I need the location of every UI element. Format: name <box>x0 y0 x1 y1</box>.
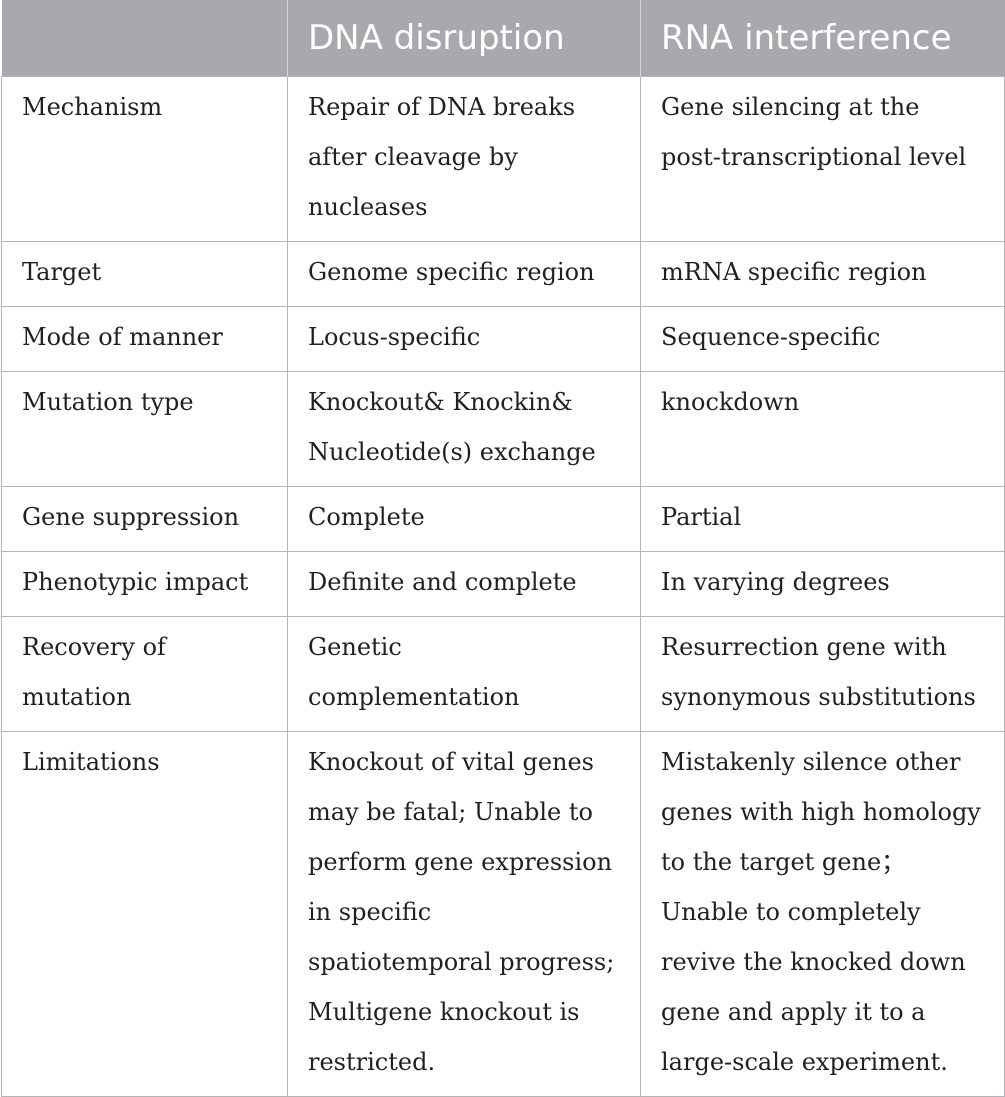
dna-cell: Complete <box>287 486 641 552</box>
header-dna-disruption: DNA disruption <box>287 0 641 77</box>
table-row: Mechanism Repair of DNA breaks after cle… <box>1 76 1005 242</box>
rna-cell: knockdown <box>640 371 1005 487</box>
rna-cell: In varying degrees <box>640 551 1005 617</box>
rna-cell: Mistakenly silence other genes with high… <box>640 731 1005 1097</box>
row-label: Mode of manner <box>1 306 288 372</box>
table-header: DNA disruption RNA interference <box>1 0 1005 77</box>
header-rna-interference: RNA interference <box>640 0 1005 77</box>
row-label: Recovery of mutation <box>1 616 288 732</box>
table-row: Mode of manner Locus-specific Sequence-s… <box>1 306 1005 372</box>
table-row: Target Genome specific region mRNA speci… <box>1 241 1005 307</box>
rna-cell: Partial <box>640 486 1005 552</box>
dna-cell: Locus-specific <box>287 306 641 372</box>
row-label: Target <box>1 241 288 307</box>
row-label: Phenotypic impact <box>1 551 288 617</box>
table-row: Gene suppression Complete Partial <box>1 486 1005 552</box>
header-empty-cell <box>1 0 288 77</box>
rna-cell: mRNA specific region <box>640 241 1005 307</box>
dna-cell: Knockout& Knockin& Nucleotide(s) exchang… <box>287 371 641 487</box>
row-label: Mutation type <box>1 371 288 487</box>
row-label: Mechanism <box>1 76 288 242</box>
dna-cell: Genome specific region <box>287 241 641 307</box>
header-row: DNA disruption RNA interference <box>1 0 1005 77</box>
table-row: Limitations Knockout of vital genes may … <box>1 731 1005 1097</box>
dna-cell: Repair of DNA breaks after cleavage by n… <box>287 76 641 242</box>
table-row: Mutation type Knockout& Knockin& Nucleot… <box>1 371 1005 487</box>
dna-cell: Genetic complementation <box>287 616 641 732</box>
rna-cell: Sequence-specific <box>640 306 1005 372</box>
dna-cell: Definite and complete <box>287 551 641 617</box>
table-body: Mechanism Repair of DNA breaks after cle… <box>1 76 1005 1097</box>
dna-cell: Knockout of vital genes may be fatal; Un… <box>287 731 641 1097</box>
rna-cell: Resurrection gene with synonymous substi… <box>640 616 1005 732</box>
table-row: Phenotypic impact Definite and complete … <box>1 551 1005 617</box>
table-row: Recovery of mutation Genetic complementa… <box>1 616 1005 732</box>
row-label: Limitations <box>1 731 288 1097</box>
rna-cell: Gene silencing at the post-transcription… <box>640 76 1005 242</box>
row-label: Gene suppression <box>1 486 288 552</box>
